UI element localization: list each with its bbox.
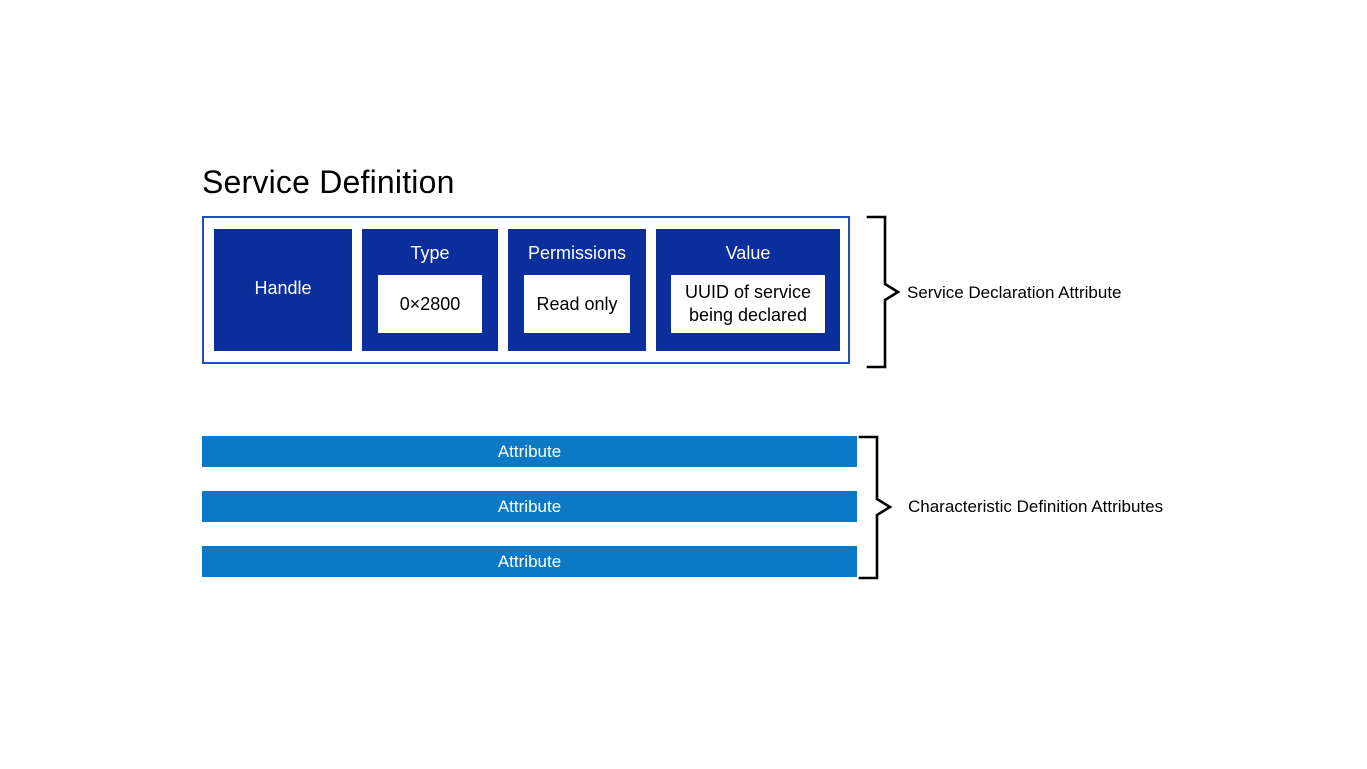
field-value-type: 0×2800 [378, 275, 482, 333]
page-title: Service Definition [202, 164, 455, 200]
field-box-type: Type 0×2800 [362, 229, 498, 351]
attribute-bar: Attribute [202, 436, 857, 467]
field-title-type: Type [410, 243, 450, 263]
field-title-value: Value [725, 243, 771, 263]
field-title-permissions: Permissions [527, 243, 627, 263]
field-value-permissions: Read only [524, 275, 630, 333]
attribute-bar: Attribute [202, 491, 857, 522]
field-value-value-line-2: being declared [688, 305, 808, 325]
field-value-value-line-1: UUID of service [684, 282, 812, 302]
field-box-value: Value UUID of service being declared [656, 229, 840, 351]
field-value-value: UUID of service being declared [671, 275, 825, 333]
field-box-handle: Handle [214, 229, 352, 351]
group-label-service-declaration: Service Declaration Attribute [907, 283, 1122, 302]
curly-bracket-icon-characteristic-definition [858, 435, 893, 580]
attribute-bar: Attribute [202, 546, 857, 577]
field-box-permissions: Permissions Read only [508, 229, 646, 351]
field-title-handle: Handle [254, 278, 312, 298]
group-label-characteristic-definition: Characteristic Definition Attributes [908, 497, 1164, 516]
curly-bracket-icon-service-declaration [866, 215, 901, 369]
